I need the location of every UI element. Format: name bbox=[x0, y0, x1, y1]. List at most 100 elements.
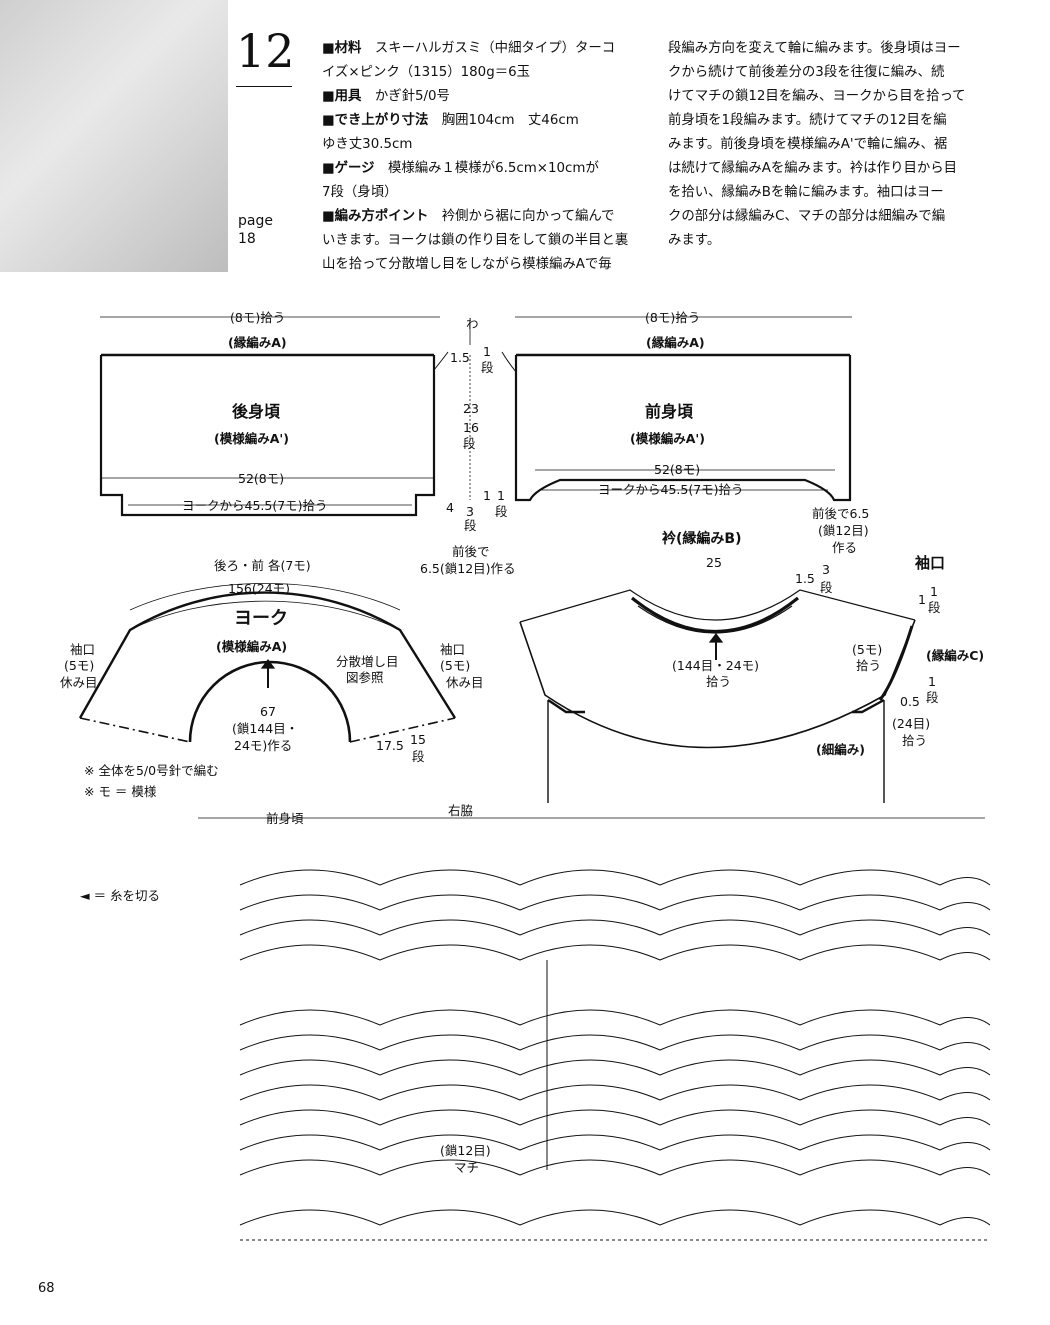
svg-text:休み目: 休み目 bbox=[446, 675, 484, 690]
svg-text:(5モ): (5モ) bbox=[64, 658, 94, 673]
svg-text:作る: 作る bbox=[832, 540, 857, 555]
chart-row-3 bbox=[239, 919, 991, 936]
yoke-left-bottom bbox=[79, 717, 191, 743]
svg-text:4: 4 bbox=[446, 500, 454, 515]
svg-text:(模様編みA): (模様編みA) bbox=[216, 639, 287, 654]
svg-text:前後で6.5: 前後で6.5 bbox=[812, 506, 869, 521]
svg-text:1: 1 bbox=[497, 488, 505, 503]
svg-text:1: 1 bbox=[928, 674, 936, 689]
svg-text:16: 16 bbox=[463, 420, 479, 435]
svg-text:(144目・24モ): (144目・24モ) bbox=[672, 658, 759, 673]
svg-text:段: 段 bbox=[928, 600, 941, 615]
front-width-label: 52(8モ) bbox=[654, 462, 700, 477]
svg-text:17.5: 17.5 bbox=[376, 738, 404, 753]
svg-text:(5モ): (5モ) bbox=[852, 642, 882, 657]
back-body-outline bbox=[99, 355, 436, 517]
svg-text:分散増し目: 分散増し目 bbox=[336, 654, 399, 669]
front-title: 前身頃 bbox=[645, 402, 694, 421]
yoke-outer-arc bbox=[78, 591, 457, 719]
svg-text:マチ: マチ bbox=[454, 1160, 479, 1175]
svg-text:0.5: 0.5 bbox=[900, 694, 920, 709]
page-reference: page 18 bbox=[238, 213, 273, 247]
front-pick-label: (8モ)拾う bbox=[645, 310, 700, 325]
svg-text:23: 23 bbox=[463, 401, 479, 416]
instructions-column-2: 段編み方向を変えて輪に編みます。後身頃はヨー クから続けて前後差分の3段を往復に… bbox=[668, 41, 966, 248]
svg-text:袖口: 袖口 bbox=[70, 642, 95, 657]
svg-text:図参照: 図参照 bbox=[346, 670, 384, 685]
svg-text:段: 段 bbox=[481, 360, 494, 375]
front-body-outline bbox=[514, 355, 852, 502]
number-rule bbox=[236, 86, 292, 87]
yoke-each-arc bbox=[129, 582, 401, 611]
svg-text:1: 1 bbox=[918, 592, 926, 607]
svg-text:6.5(鎖12目)作る: 6.5(鎖12目)作る bbox=[420, 561, 516, 576]
svg-text:3: 3 bbox=[466, 504, 474, 519]
svg-text:67: 67 bbox=[260, 704, 276, 719]
yoke-right-bottom bbox=[349, 717, 456, 743]
front-edge-label: (縁編みA) bbox=[646, 335, 705, 350]
left-underarm bbox=[547, 699, 585, 714]
svg-text:1: 1 bbox=[483, 488, 491, 503]
right-underarm bbox=[852, 698, 885, 714]
back-edge-label: (縁編みA) bbox=[228, 335, 287, 350]
crochet-chart bbox=[239, 869, 991, 1241]
svg-text:15: 15 bbox=[410, 732, 426, 747]
front-subtitle: (模様編みA') bbox=[630, 431, 705, 446]
sleeve-yoke-outline bbox=[519, 619, 916, 749]
back-yoke-label: ヨークから45.5(7モ)拾う bbox=[182, 498, 328, 513]
chart-row-10 bbox=[239, 1134, 991, 1151]
pattern-number: 12 bbox=[236, 24, 295, 78]
svg-text:25: 25 bbox=[706, 555, 722, 570]
svg-text:(鎖12目): (鎖12目) bbox=[818, 523, 869, 538]
cuff-edge bbox=[878, 625, 914, 701]
chart-side-label: 右脇 bbox=[448, 803, 473, 818]
chart-row-8 bbox=[239, 1084, 991, 1101]
svg-text:休み目: 休み目 bbox=[60, 675, 98, 690]
note-2: ※ モ ＝ 模様 bbox=[84, 784, 157, 799]
svg-text:段: 段 bbox=[926, 690, 939, 705]
yoke-title: ヨーク bbox=[234, 608, 288, 629]
svg-text:段: 段 bbox=[495, 504, 508, 519]
collar-title: 衿(縁編みB) bbox=[662, 530, 741, 547]
chart-row-5 bbox=[239, 1009, 991, 1026]
svg-text:1: 1 bbox=[930, 584, 938, 599]
svg-text:後ろ・前 各(7モ): 後ろ・前 各(7モ) bbox=[214, 558, 311, 573]
svg-text:3: 3 bbox=[822, 562, 830, 577]
chart-row-2 bbox=[239, 894, 991, 911]
svg-text:156(24モ): 156(24モ) bbox=[228, 581, 290, 596]
shoulder-line bbox=[519, 589, 916, 623]
svg-text:拾う: 拾う bbox=[706, 674, 731, 689]
chart-row-6 bbox=[239, 1034, 991, 1051]
instructions-column-1: ■材料 スキーハルガスミ（中細タイプ）ターコ イズ×ピンク（1315）180g＝… bbox=[322, 41, 629, 272]
chart-row-1 bbox=[239, 869, 991, 886]
chart-row-7 bbox=[239, 1059, 991, 1076]
yoke-dim-arc bbox=[129, 600, 401, 631]
front-shoulder-curve bbox=[501, 351, 517, 373]
svg-text:(縁編みC): (縁編みC) bbox=[926, 648, 984, 663]
svg-text:(鎖144目・: (鎖144目・ bbox=[232, 721, 298, 736]
page-number: 68 bbox=[38, 1281, 55, 1296]
back-pick-label: (8モ)拾う bbox=[230, 310, 285, 325]
svg-text:(5モ): (5モ) bbox=[440, 658, 470, 673]
chart-row-11 bbox=[239, 1159, 991, 1176]
svg-text:(細編み): (細編み) bbox=[816, 742, 865, 757]
svg-text:1.5: 1.5 bbox=[450, 350, 470, 365]
svg-text:拾う: 拾う bbox=[902, 733, 927, 748]
chart-front-label: 前身頃 bbox=[266, 811, 304, 826]
chart-row-4 bbox=[239, 944, 991, 961]
chart-row-12 bbox=[239, 1209, 991, 1226]
svg-text:24モ)作る: 24モ)作る bbox=[234, 738, 292, 753]
ring-label: わ bbox=[466, 316, 479, 331]
sweater-photo bbox=[0, 0, 228, 272]
collar-arrow-head bbox=[708, 633, 724, 643]
svg-text:段: 段 bbox=[820, 580, 833, 595]
svg-text:段: 段 bbox=[464, 518, 477, 533]
note-1: ※ 全体を5/0号針で編む bbox=[84, 763, 219, 778]
svg-text:拾う: 拾う bbox=[856, 658, 881, 673]
yoke-arrow-head bbox=[260, 659, 276, 669]
svg-text:前後で: 前後で bbox=[452, 544, 490, 559]
cut-legend: ◄ ＝ 糸を切る bbox=[80, 888, 160, 903]
back-subtitle: (模様編みA') bbox=[214, 431, 289, 446]
svg-text:段: 段 bbox=[412, 749, 425, 764]
